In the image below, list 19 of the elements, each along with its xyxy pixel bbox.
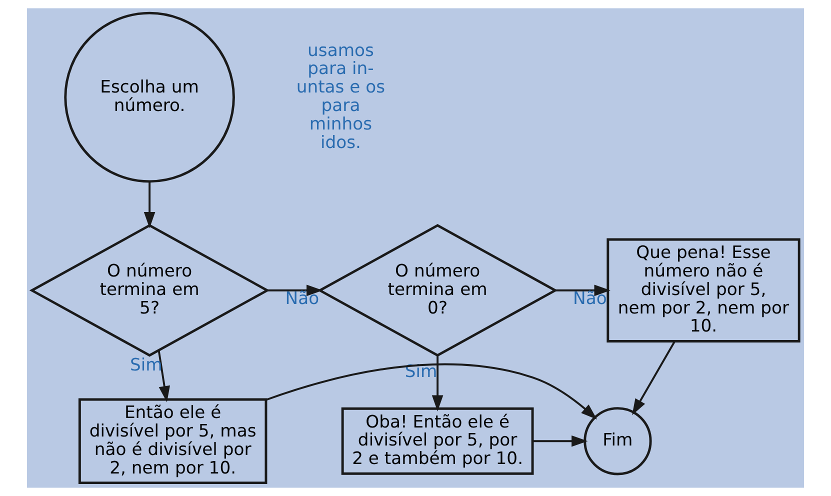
arrow (532, 435, 588, 447)
label: usamos para in- untas e os para minhos idos. (296, 40, 386, 153)
arrow (144, 182, 156, 228)
node-box: Oba! Então ele é divisível por 5, por 2 e também por 10. (341, 407, 534, 475)
arrow (268, 284, 323, 296)
arrow (432, 355, 444, 412)
node-diamond: O número termina em 5? (29, 224, 270, 357)
arrow (266, 363, 598, 420)
edge-label: Sim (130, 355, 162, 376)
node-diamond: O número termina em 0? (317, 224, 558, 357)
arrow (555, 284, 610, 296)
node-box: Então ele é divisível por 5, mas não é divisível por 2, nem por 10. (78, 398, 268, 484)
arrow (632, 340, 676, 416)
arrow (158, 350, 170, 402)
node-circle: Fim (584, 407, 652, 476)
node-box: Que pena! Esse número não é divisível por 5, nem por 2, nem por 10. (606, 238, 800, 342)
edge-label: Não (285, 289, 320, 310)
node-circle: Escolha um número. (64, 12, 235, 183)
edge-label: Não (573, 289, 607, 310)
